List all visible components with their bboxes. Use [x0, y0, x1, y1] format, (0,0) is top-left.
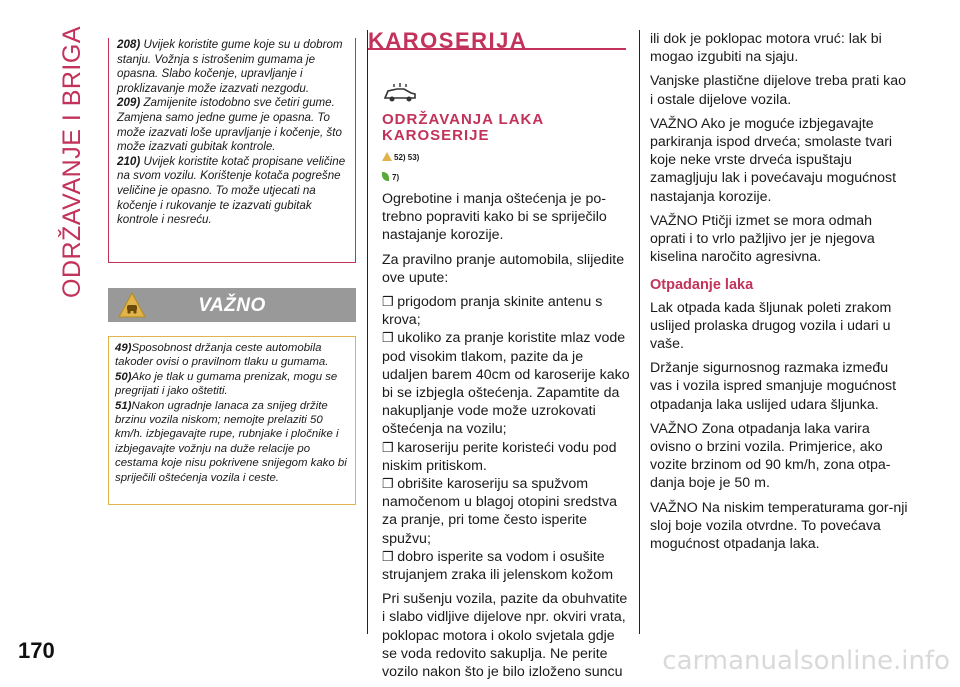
list-item: ❒ dobro isperite sa vodom i osušite stru… — [382, 548, 632, 584]
side-title-text: ODRŽAVANJE I BRIGA — [58, 25, 86, 298]
paragraph: Vanjske plastične dijelove treba prati k… — [650, 73, 907, 108]
subsection-title-line: ODRŽAVANJA LAKA — [382, 111, 545, 128]
warning-small-icon — [382, 152, 392, 161]
paragraph: VAŽNO Ako je moguće izbjegavajte parkira… — [650, 115, 897, 205]
list-item-text: ukoliko za pranje koristite mlaz vode po… — [382, 330, 630, 438]
column-divider — [367, 30, 368, 634]
watermark-text: carmanualsonline.info — [662, 646, 950, 676]
list-item-text: dobro isperite sa vodom i osušite struja… — [382, 548, 614, 584]
paragraph: Pri sušenju vozila, pazite da obuhvatite… — [382, 591, 628, 681]
vazno-item: 49)Sposobnost držanja ceste automobila t… — [109, 341, 355, 370]
paragraph: ili dok je poklopac motora vruć: lak bi … — [650, 31, 882, 66]
paragraph: Lak otpada kada šljunak poleti zrakom us… — [650, 299, 892, 353]
page-number: 170 — [18, 638, 55, 663]
section-rule — [368, 48, 626, 50]
vazno-title: VAŽNO — [198, 295, 266, 316]
warning-text: Uvijek koristite gume koje su u dobrom s… — [117, 38, 343, 95]
warning-box: 208) Uvijek koristite gume koje su u dob… — [108, 38, 356, 263]
vazno-text: Sposobnost držanja ceste automobila tako… — [115, 342, 329, 369]
list-item: ❒ ukoliko za pranje koristite mlaz vode … — [382, 329, 632, 438]
warning-number: 210) — [117, 154, 141, 168]
list-item-text: karoseriju perite koristeći vodu pod nis… — [382, 439, 617, 474]
car-body-icon — [382, 82, 418, 109]
paragraph: Držanje sigurnosnog razmaka između vas i… — [650, 360, 897, 413]
checkbox-bullet-icon: ❒ — [382, 548, 398, 564]
vazno-number: 50) — [115, 370, 132, 383]
list-item: ❒ karoseriju perite koristeći vodu pod n… — [382, 439, 632, 475]
vazno-box: 49)Sposobnost držanja ceste automobila t… — [108, 336, 356, 505]
warning-item: 208) Uvijek koristite gume koje su u dob… — [109, 38, 355, 96]
car-wash-icon — [383, 83, 416, 102]
vazno-item: 51)Nakon ugradnje lanaca za snijeg držit… — [109, 399, 355, 485]
list-item: ❒ obrišite karoseriju sa spužvom namočen… — [382, 475, 632, 548]
paragraph: Za pravilno pranje automobila, slijedite… — [382, 251, 625, 286]
checkbox-bullet-icon: ❒ — [382, 476, 398, 492]
subsection-title: ODRŽAVANJA LAKA KAROSERIJE — [382, 112, 544, 144]
warning-triangle-icon — [118, 292, 146, 318]
checkbox-bullet-icon: ❒ — [382, 294, 398, 310]
reference-text: 7) — [392, 173, 400, 182]
warning-reference: 52) 53) — [382, 152, 419, 162]
list-item-text: obrišite karoseriju sa spužvom namočenom… — [382, 476, 618, 547]
vazno-header: VAŽNO — [108, 288, 356, 322]
vazno-text: Ako je tlak u gumama prenizak, mogu se p… — [115, 370, 338, 398]
paragraph: VAŽNO Ptičji izmet se mora odmah oprati … — [650, 212, 875, 266]
reference-text: 52) 53) — [394, 153, 420, 162]
side-chapter-title: ODRŽAVANJE I BRIGA — [18, 26, 86, 330]
warning-item: 210) Uvijek koristite kotač propisane ve… — [109, 155, 355, 228]
warning-number: 208) — [117, 38, 141, 51]
warning-item: 209) Zamijenite istodobno sve četiri gum… — [109, 96, 355, 154]
vazno-number: 49) — [115, 342, 132, 354]
paragraph: VAŽNO Zona otpadanja laka varira ovisno … — [650, 420, 891, 492]
checkbox-bullet-icon: ❒ — [382, 330, 398, 346]
vazno-text: Nakon ugradnje lanaca za snijeg držite b… — [115, 399, 347, 484]
section-title: KAROSERIJA — [368, 28, 528, 53]
environment-reference: 7) — [382, 172, 399, 182]
vazno-item: 50)Ako je tlak u gumama prenizak, mogu s… — [109, 370, 355, 399]
leaf-icon — [382, 172, 389, 181]
list-item-text: prigodom pranja skinite antenu s krova; — [382, 294, 603, 329]
continuation-column: ili dok je poklopac motora vruć: lak bi … — [650, 30, 910, 559]
vazno-number: 51) — [115, 399, 132, 412]
paragraph: VAŽNO Na niskim temperaturama gor-nji sl… — [650, 499, 908, 553]
list-item: ❒ prigodom pranja skinite antenu s krova… — [382, 293, 632, 329]
checkbox-bullet-icon: ❒ — [382, 439, 398, 455]
subsection-title-line: KAROSERIJE — [382, 127, 490, 144]
warning-text: Uvijek koristite kotač propisane veličin… — [117, 154, 346, 227]
column-divider — [639, 30, 640, 634]
warning-text: Zamijenite istodobno sve četiri gume. Za… — [117, 96, 342, 154]
paragraph: Ogrebotine i manja oštećenja je po-trebn… — [382, 191, 607, 244]
section-column: KAROSERIJA ODRŽAVANJA LAKA KAROSERIJE 52… — [368, 28, 630, 680]
warning-number: 209) — [117, 96, 141, 110]
section-body: Ogrebotine i manja oštećenja je po-trebn… — [382, 190, 632, 687]
subsection-heading: Otpadanje laka — [650, 277, 754, 294]
instruction-list: ❒ prigodom pranja skinite antenu s krova… — [382, 293, 632, 584]
